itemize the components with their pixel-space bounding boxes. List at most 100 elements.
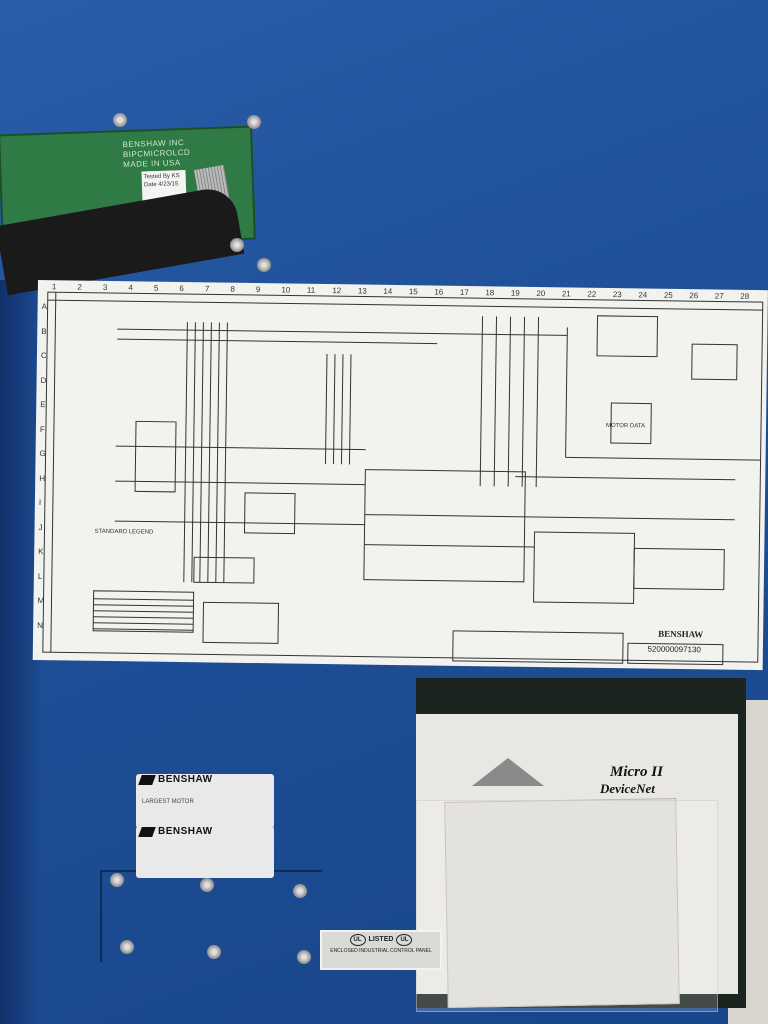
screw-icon <box>297 950 311 964</box>
component-box <box>202 601 280 644</box>
screw-icon <box>120 940 134 954</box>
column-number: 16 <box>434 287 444 297</box>
tag-label: Tested By <box>143 173 171 181</box>
screw-icon <box>200 878 214 892</box>
schematic-lines <box>42 291 764 666</box>
label-brand: BENSHAW <box>158 774 213 785</box>
manual-graphic <box>472 758 544 786</box>
column-number: 26 <box>689 291 699 301</box>
component-box <box>42 291 764 663</box>
wire <box>114 520 365 526</box>
ul-listed: LISTED <box>368 936 394 943</box>
screw-icon <box>247 115 261 129</box>
column-number: 17 <box>459 287 469 298</box>
screw-icon <box>207 945 221 959</box>
row-letter: G <box>39 449 46 459</box>
wire <box>183 322 188 583</box>
wire <box>93 616 194 619</box>
column-number: 13 <box>357 286 367 296</box>
row-letter: N <box>37 620 44 630</box>
component-box <box>633 547 725 591</box>
column-number: 27 <box>714 291 724 301</box>
manual-subtitle: DeviceNet <box>600 781 655 796</box>
column-number: 25 <box>663 290 673 300</box>
screw-icon <box>110 873 124 887</box>
wire <box>47 299 763 311</box>
pcb-silkscreen: BENSHAW INC BIPCMICROLCD MADE IN USA <box>122 138 190 170</box>
tag-date-label: Date <box>143 181 157 189</box>
column-number: 10 <box>281 285 291 295</box>
row-letter: M <box>37 596 45 606</box>
wire <box>115 480 366 486</box>
mounting-bracket <box>100 870 322 962</box>
ul-description: ENCLOSED INDUSTRIAL CONTROL PANEL <box>330 948 432 954</box>
motor-data: MOTOR DATA <box>605 422 646 430</box>
nameplate-label: BENSHAW <box>136 826 274 878</box>
wire <box>93 604 194 607</box>
wire <box>117 338 438 345</box>
row-letter: B <box>41 326 47 336</box>
row-letter: A <box>41 302 48 312</box>
column-number: 22 <box>587 289 597 299</box>
legend-title: STANDARD LEGEND <box>94 528 154 536</box>
nameplate-label: BENSHAW LARGEST MOTOR <box>136 774 274 828</box>
wire <box>565 327 568 458</box>
wire <box>479 316 484 487</box>
wire <box>215 322 220 583</box>
wire <box>223 322 228 583</box>
wire <box>93 610 194 613</box>
component-box <box>134 420 177 493</box>
column-number: 12 <box>332 286 342 296</box>
wire <box>207 322 212 583</box>
wire <box>115 445 366 451</box>
row-letter: L <box>37 571 43 581</box>
benshaw-logo-icon <box>138 775 156 786</box>
column-number: 6 <box>179 283 184 294</box>
wire <box>565 456 761 461</box>
component-box <box>691 343 738 381</box>
column-number: 28 <box>740 291 750 301</box>
wire <box>507 316 512 487</box>
label-brand: BENSHAW <box>158 826 213 837</box>
column-number: 14 <box>383 286 393 296</box>
column-number: 8 <box>230 284 235 294</box>
wire <box>515 476 736 481</box>
component-box <box>193 556 255 584</box>
ul-mark-icon: UL <box>349 934 366 946</box>
column-number: 1 <box>51 282 57 292</box>
column-number: 15 <box>408 287 418 297</box>
column-number: 3 <box>102 282 108 292</box>
column-number: 9 <box>255 285 261 295</box>
column-number: 21 <box>561 289 571 299</box>
wire <box>93 628 194 631</box>
component-box <box>363 469 526 583</box>
component-box <box>533 531 636 604</box>
wire <box>117 328 568 336</box>
column-number: 4 <box>128 283 133 293</box>
screw-icon <box>293 884 307 898</box>
drawing-number: 520000097130 <box>647 644 701 655</box>
wire <box>332 354 336 465</box>
wire <box>50 292 57 653</box>
screw-icon <box>230 238 244 252</box>
column-number: 2 <box>77 282 82 292</box>
benshaw-logo-icon <box>138 827 156 838</box>
column-number: 24 <box>638 290 648 300</box>
title-block-brand: BENSHAW <box>658 628 704 640</box>
row-letter: H <box>39 473 46 483</box>
wire <box>364 544 535 548</box>
wire <box>493 316 498 487</box>
screw-icon <box>113 113 127 127</box>
tag-date: 4/23/15 <box>158 181 179 188</box>
component-box <box>627 642 724 666</box>
column-number: 18 <box>485 288 495 298</box>
row-letter: I <box>38 498 42 508</box>
component-box <box>452 630 624 664</box>
screw-icon <box>257 258 271 272</box>
row-letter: F <box>39 424 45 434</box>
component-box <box>243 492 296 535</box>
wire <box>535 316 540 487</box>
tag-initials: KS <box>171 173 180 180</box>
wire <box>364 514 735 521</box>
